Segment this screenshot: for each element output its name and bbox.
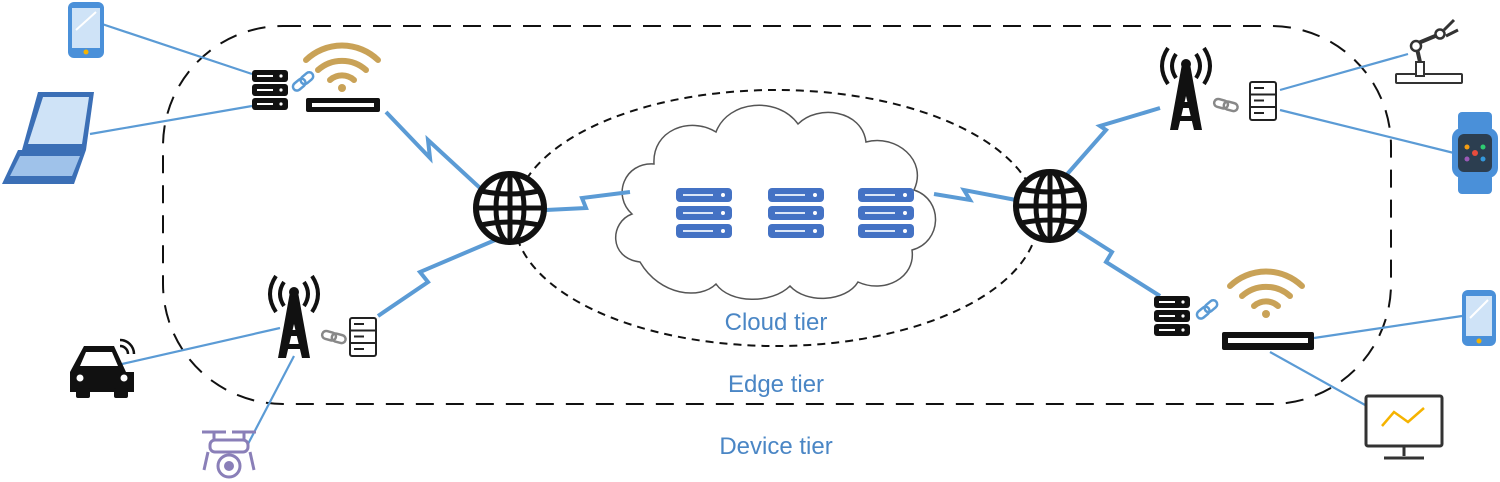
link-wifi-router-to-left-gateway [384, 110, 482, 190]
link-car [121, 326, 281, 366]
link-right-gateway-to-right-router [1066, 222, 1162, 298]
smartwatch-icon [1452, 112, 1498, 194]
link-laptop [89, 104, 253, 136]
car-icon [70, 338, 136, 398]
link-chain-icon [290, 69, 317, 94]
laptop-icon [2, 92, 94, 184]
link-chain-icon [1211, 96, 1240, 114]
link-smartwatch [1279, 108, 1459, 156]
cloud-server-2 [768, 188, 824, 238]
edge-server-icon [1154, 296, 1190, 336]
edge-server-icon [349, 317, 377, 357]
link-left-gateway-to-cloud [545, 190, 631, 212]
edge-tier-label: Edge tier [728, 371, 824, 398]
device-tier-label: Device tier [719, 433, 832, 460]
edge-tier-boundary [162, 25, 1392, 405]
cloud-server-1 [676, 188, 732, 238]
smartphone-icon [68, 2, 104, 58]
cell-tower-icon [1160, 46, 1212, 132]
link-chain-icon [1194, 297, 1221, 322]
link-right-gateway-to-right-tower [1060, 106, 1161, 182]
cell-tower-icon [268, 274, 320, 360]
wifi-icon [1230, 272, 1302, 318]
wifi-icon [306, 46, 378, 92]
robot-arm-icon [1395, 18, 1463, 84]
monitor-icon [1364, 394, 1444, 460]
globe-icon [476, 174, 544, 242]
link-phone-right [1313, 314, 1463, 340]
cloud-shape [615, 104, 937, 300]
link-cloud-to-right-gateway [933, 187, 1017, 203]
link-drone [247, 355, 295, 445]
edge-server-icon [252, 70, 288, 110]
link-robot-arm [1279, 52, 1409, 92]
link-phone-left [101, 22, 253, 76]
globe-icon [1016, 172, 1084, 240]
cloud-tier-label: Cloud tier [725, 309, 828, 336]
link-left-tower-to-left-gateway [376, 236, 501, 318]
cloud-server-3 [858, 188, 914, 238]
edge-server-icon [1249, 81, 1277, 121]
link-chain-icon [319, 328, 348, 346]
drone-icon [202, 430, 256, 479]
smartphone-icon [1462, 290, 1496, 346]
